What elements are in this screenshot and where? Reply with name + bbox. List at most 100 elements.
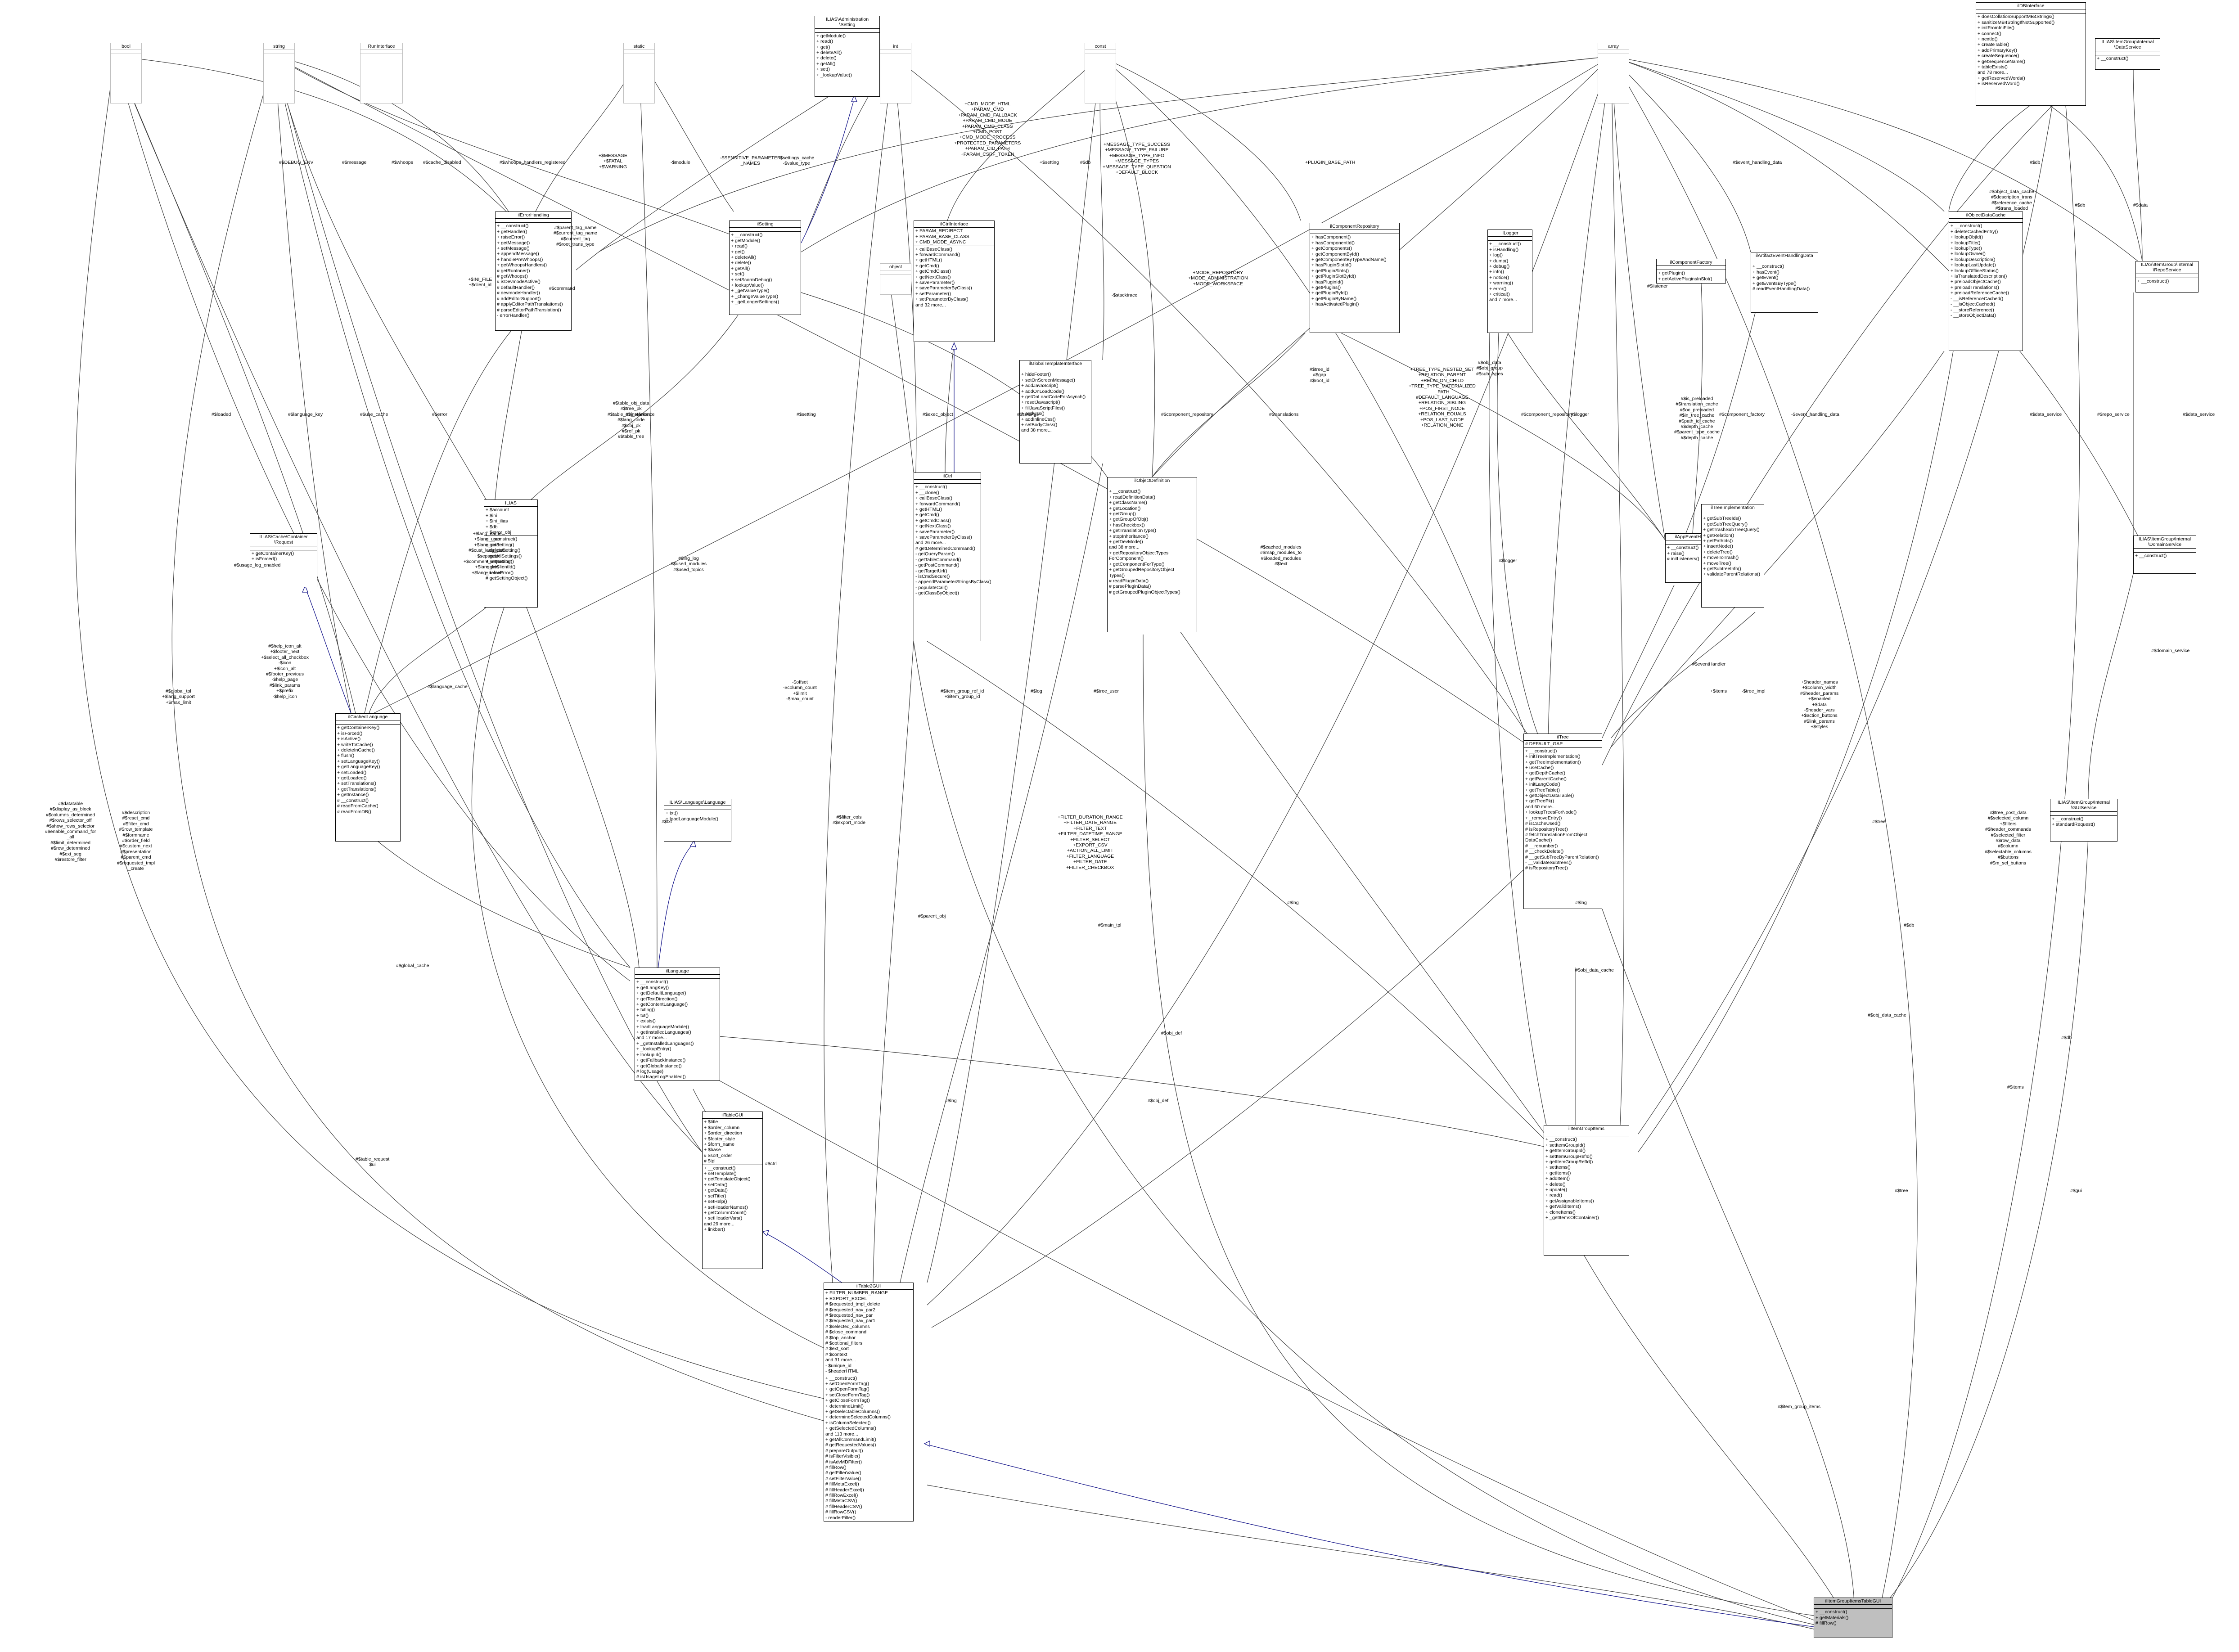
- class-operations: + __construct() + setItemGroupId() + get…: [1544, 1136, 1629, 1221]
- edge-const-comprepo: [1100, 56, 1301, 221]
- edge-array-artifact: [1611, 56, 1751, 252]
- edge-string-errorhandling: [274, 56, 509, 212]
- class-node-illanguage: ilLanguage+ __construct() + getLangKey()…: [635, 968, 720, 1081]
- edge-compfactory-apphandler: [1692, 283, 1703, 540]
- class-operations: + __construct() + getModule() + read() +…: [730, 231, 801, 305]
- edge-label: -$settings_cache -$value_type: [779, 155, 815, 167]
- edge-ilias-cachedlang: [369, 607, 487, 714]
- class-operations: + __construct() + hasEvent() + getEvent(…: [1751, 263, 1818, 292]
- class-node-ilsetting: ilSetting+ __construct() + getModule() +…: [729, 221, 801, 315]
- class-name: ilTreeImplementation: [1711, 505, 1755, 510]
- edge-logger-tree: [1497, 333, 1540, 738]
- edge-array-final: [1611, 56, 1918, 1602]
- class-node-ilerrorhandling: ilErrorHandling+ __construct() + getHand…: [495, 212, 572, 331]
- class-operations: + __construct(): [2136, 277, 2198, 284]
- class-attributes: [815, 28, 879, 32]
- edge-label: #$usage_log_enabled: [234, 563, 281, 568]
- edge-label: #$ctrl: [765, 1161, 777, 1166]
- class-operations: + doesCollationSupportMB4Strings() + san…: [1976, 13, 2086, 87]
- class-operations: + __construct() + isHandling() + log() +…: [1488, 240, 1532, 303]
- class-operations: + __construct() + getHandler() + raiseEr…: [496, 222, 571, 319]
- edge-language-itemgroupitems: [702, 1035, 1549, 1148]
- class-operations: + getContainerKey() + isForced() + isAct…: [336, 724, 400, 815]
- edge-label: #$tree_user: [1094, 689, 1119, 694]
- class-name: const: [1095, 44, 1106, 49]
- edge-objcache-tree: [1611, 351, 1945, 747]
- edge-table2gui-final2: [927, 1485, 1814, 1629]
- edge-string-cachedlang: [274, 56, 351, 714]
- edge-label: #$data_service: [2030, 412, 2062, 417]
- class-node-ilitemgroupitemstablegui: ilItemGroupItemsTableGUI+ __construct() …: [1814, 1598, 1892, 1638]
- edge-label: +$MESSAGE +$FATAL +$WARNING: [599, 153, 627, 170]
- edge-label: +MESSAGE_TYPE_SUCCESS +MESSAGE_TYPE_FAIL…: [1103, 142, 1171, 176]
- class-attributes: [2134, 548, 2196, 552]
- edge-label: #$db: [1904, 923, 1915, 928]
- edge-label: #$whoops_handlers_registered: [500, 160, 566, 165]
- edge-const-objdef: [1100, 56, 1155, 477]
- edge-ilias-language: [526, 607, 640, 968]
- edge-label: +CMD_MODE_HTML +PARAM_CMD +PARAM_CMD_FAL…: [954, 101, 1021, 157]
- edge-comprepo-apphandler: [1341, 333, 1666, 540]
- class-attributes: [2050, 811, 2117, 815]
- class-node-int: int: [880, 43, 911, 104]
- class-name: ilObjectDataCache: [1966, 212, 2006, 218]
- edge-ctrlinterface-ctrl: [945, 342, 955, 473]
- edge-label: #$is_preloaded #$translation_cache #$oc_…: [1674, 396, 1720, 441]
- class-attributes: [1751, 259, 1818, 263]
- inherit-arrow-table2gui: [924, 1440, 930, 1447]
- edge-bool-cachedlang: [114, 56, 356, 714]
- class-operations: + __construct() + __clone() + callBaseCl…: [914, 483, 991, 596]
- class-name: ILIAS\Cache\Container \Request: [259, 534, 308, 545]
- edge-label: #$tree_post_data #$selected_column +$fil…: [1985, 810, 2032, 866]
- class-name: ilLanguage: [666, 968, 689, 974]
- inherit-cachedlang-request: [306, 589, 351, 714]
- class-attributes: + PARAM_REDIRECT + PARAM_BASE_CLASS + CM…: [914, 227, 994, 245]
- edge-setting-ilias: [531, 315, 739, 500]
- edge-label: #$tree: [1895, 1188, 1908, 1193]
- class-node-ilias_admin_setting: ILIAS\Administration \Setting+ getModule…: [815, 16, 880, 97]
- edge-label: +$items: [1710, 689, 1727, 694]
- class-name: ilCachedLanguage: [348, 714, 388, 720]
- edge-label: #$obj_data_cache: [1575, 968, 1614, 973]
- edge-label: #$cached_modules #$map_modules_to #$load…: [1260, 545, 1302, 567]
- class-operations: + hideFooter() + setOnScreenMessage() + …: [1020, 371, 1091, 433]
- edge-label: #$settings: [1017, 412, 1039, 417]
- class-node-ilias_dataservice: ILIAS\ItemGroup\Internal \DataService+ _…: [2095, 38, 2160, 70]
- class-operations: + __construct() + setTemplate() + getTem…: [703, 1164, 762, 1233]
- inherit-arrow-ctrlinterface: [951, 342, 957, 350]
- class-node-ilias_reposervice: ILIAS\ItemGroup\Internal \RepoService+ _…: [2135, 261, 2198, 293]
- edge-bool-tablegui: [114, 56, 703, 1152]
- edge-label: #$filter_cols #$export_mode: [833, 815, 865, 826]
- class-attributes: [1657, 266, 1725, 270]
- edge-apphandler-tree: [1602, 585, 1675, 738]
- edge-label: #$parent_tag_name #$current_tag_name #$c…: [554, 225, 597, 248]
- edge-label: #$use_cache: [360, 412, 388, 417]
- class-attributes: [250, 545, 317, 550]
- class-node-ilias: ILIAS+ $account + $ini + $ini_ilias + $d…: [484, 500, 538, 608]
- class-name: ILIAS: [505, 500, 517, 506]
- class-node-illogger: ilLogger+ __construct() + isHandling() +…: [1487, 230, 1532, 333]
- edge-label: #$main_tpl: [1098, 923, 1122, 928]
- class-attributes: [1976, 9, 2086, 13]
- class-operations: + txt() + loadLanguageModule(): [664, 810, 731, 822]
- edge-label: #$table_request $ui: [356, 1157, 390, 1168]
- edge-label: #$command: [549, 286, 575, 291]
- class-attributes: [880, 50, 911, 54]
- edge-ctrl-table2gui: [873, 641, 914, 1283]
- class-name: ilGlobalTemplateInterface: [1028, 361, 1082, 366]
- class-attributes: + FILTER_NUMBER_RANGE + EXPORT_EXCEL # $…: [824, 1289, 913, 1374]
- class-operations: + __construct() + getSetting() + deleteS…: [484, 536, 537, 581]
- edge-string-language: [274, 56, 631, 968]
- class-node-ilias_domainservice: ILIAS\ItemGroup\Internal \DomainService+…: [2133, 536, 2196, 574]
- class-node-ilcachedlanguage: ilCachedLanguage + getContainerKey() + is…: [335, 713, 401, 842]
- edge-label: #$logger: [1571, 412, 1589, 417]
- edge-label: +TREE_TYPE_NESTED_SET +RELATION_PARENT +…: [1409, 367, 1476, 428]
- class-node-ilctrl: ilCtrl+ __construct() + __clone() + call…: [914, 473, 991, 641]
- class-operations: + __construct(): [2134, 552, 2196, 559]
- class-attributes: [1702, 511, 1764, 515]
- class-operations: + getPlugin() + getActivePluginsInSlot(): [1657, 270, 1725, 282]
- class-attributes: [1598, 50, 1629, 54]
- edge-label: #$message: [342, 160, 367, 165]
